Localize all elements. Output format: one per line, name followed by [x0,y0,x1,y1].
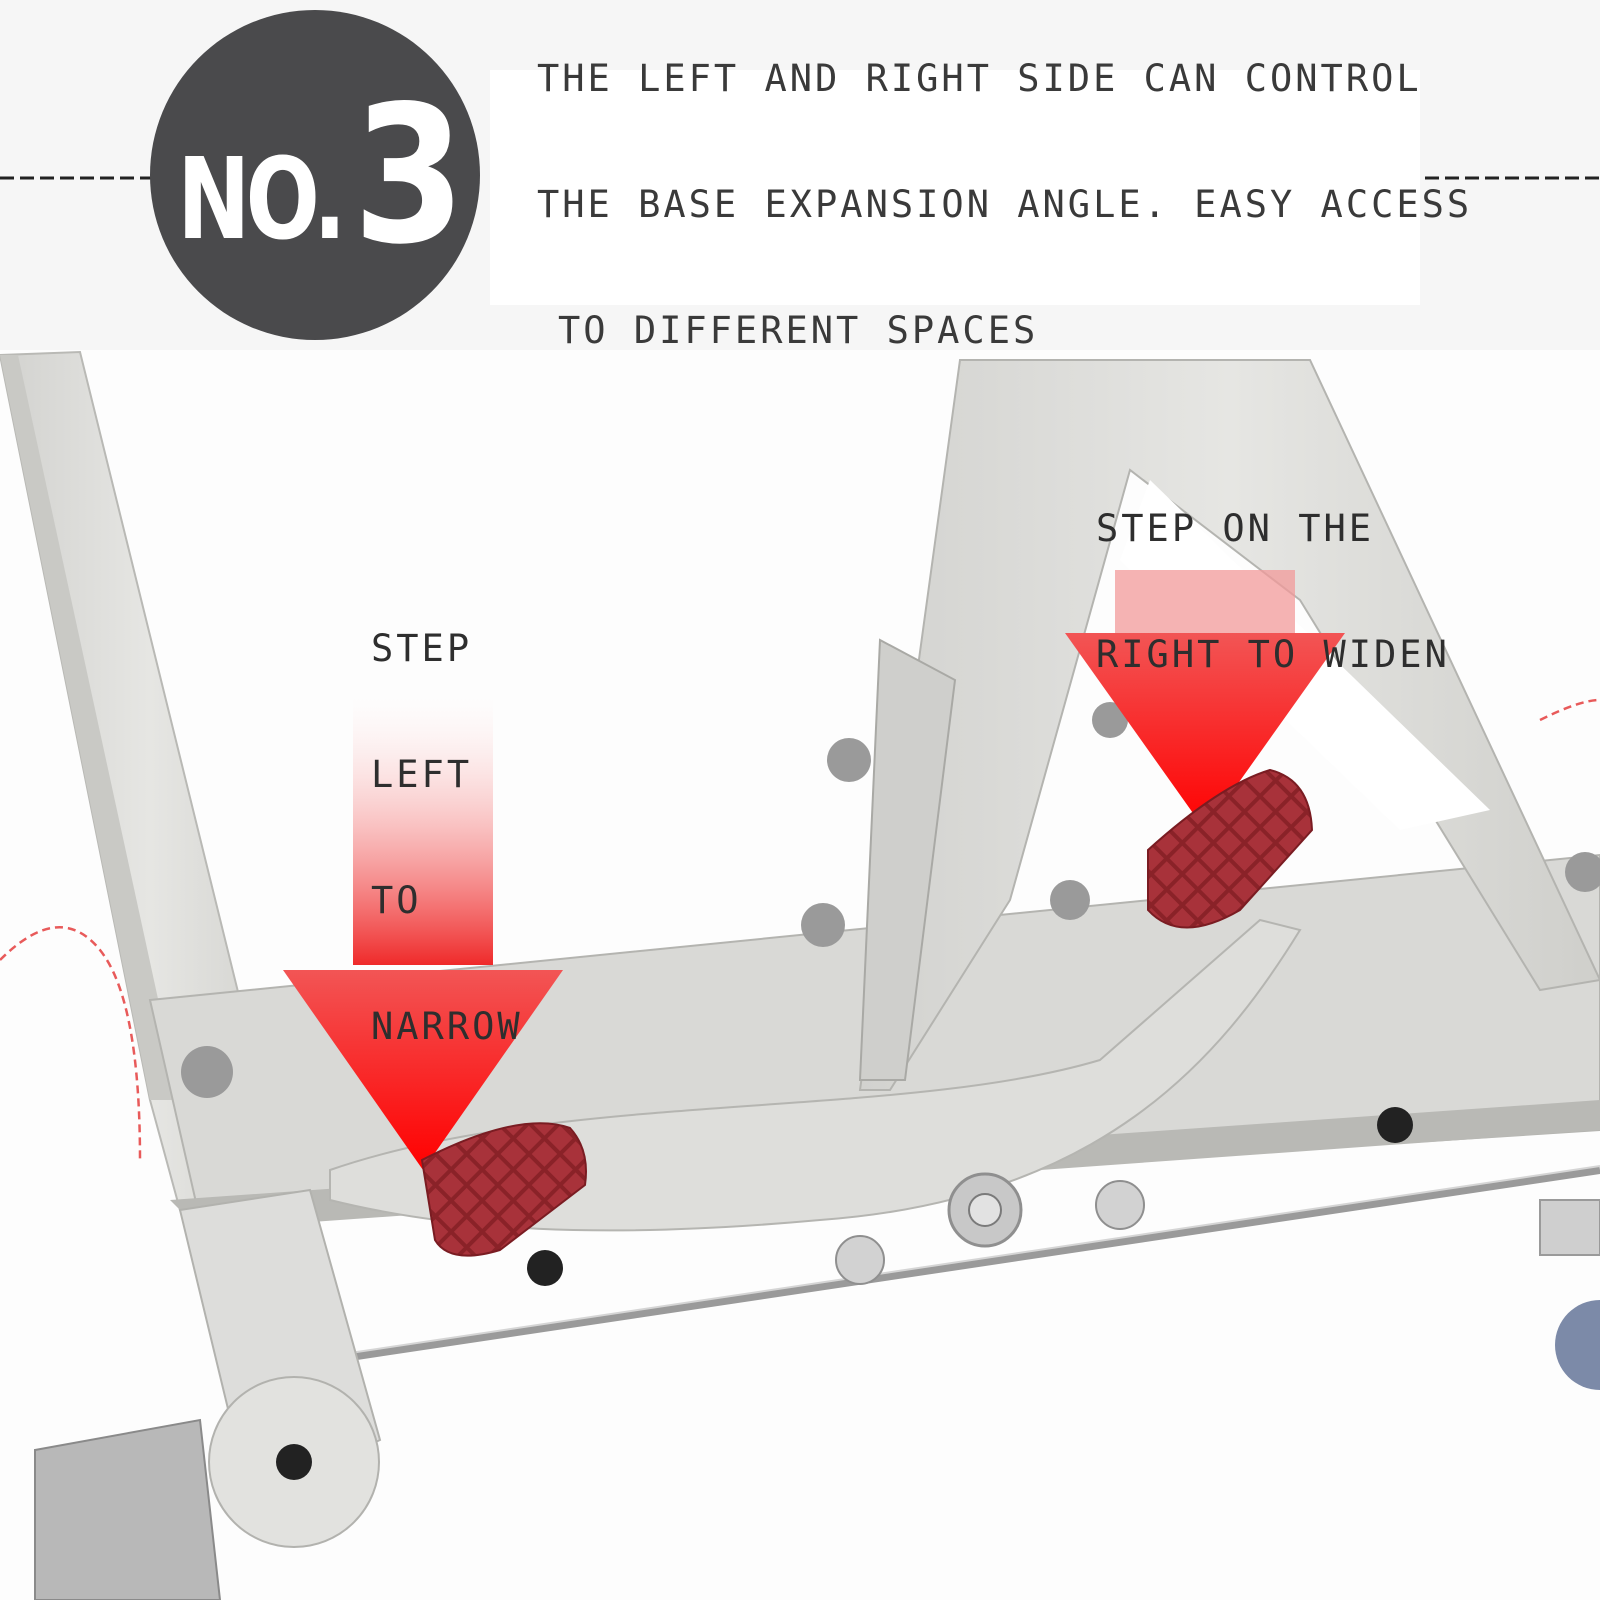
mount-plate [858,638,957,1081]
right-instruction-line-2: RIGHT TO WIDEN [1096,633,1450,676]
down-arrow-icon [1065,570,1345,830]
caption-line-1: THE LEFT AND RIGHT SIDE CAN CONTROL [537,57,1422,100]
pedal-icon [420,1122,587,1257]
linkage-rod-highlight [329,1165,1600,1357]
left-instruction-line-2: LEFT [371,753,473,796]
badge-number: 3 [353,64,466,286]
bolt-icon [181,702,1600,1480]
dashed-curve-left [0,926,142,1161]
right-instruction-line-1: STEP ON THE [1096,507,1375,550]
dashed-curve-right [1539,698,1600,722]
left-instruction-line-1: STEP [371,627,473,670]
linkage-rod [329,1166,1600,1364]
right-caster-brake [1539,1199,1600,1256]
pedal-icon [1147,768,1314,929]
caption-line-3: TO DIFFERENT SPACES [558,309,1039,352]
right-caster-wheel [1555,1300,1600,1390]
badge: NO. 3 [150,20,480,350]
left-instruction-line-3: TO [371,879,422,922]
caption-panel [490,70,1420,305]
caster-brake [34,1418,222,1600]
badge-prefix: NO. [177,135,347,265]
frame-left-leg-side [0,355,180,1100]
down-arrow-icon [283,695,563,1170]
left-instruction-line-4: NARROW [371,1005,523,1048]
frame-mast [858,359,1600,1091]
badge-circle [150,10,480,340]
caster-axle [276,1444,312,1480]
caption-line-2: THE BASE EXPANSION ANGLE. EASY ACCESS [537,183,1473,226]
